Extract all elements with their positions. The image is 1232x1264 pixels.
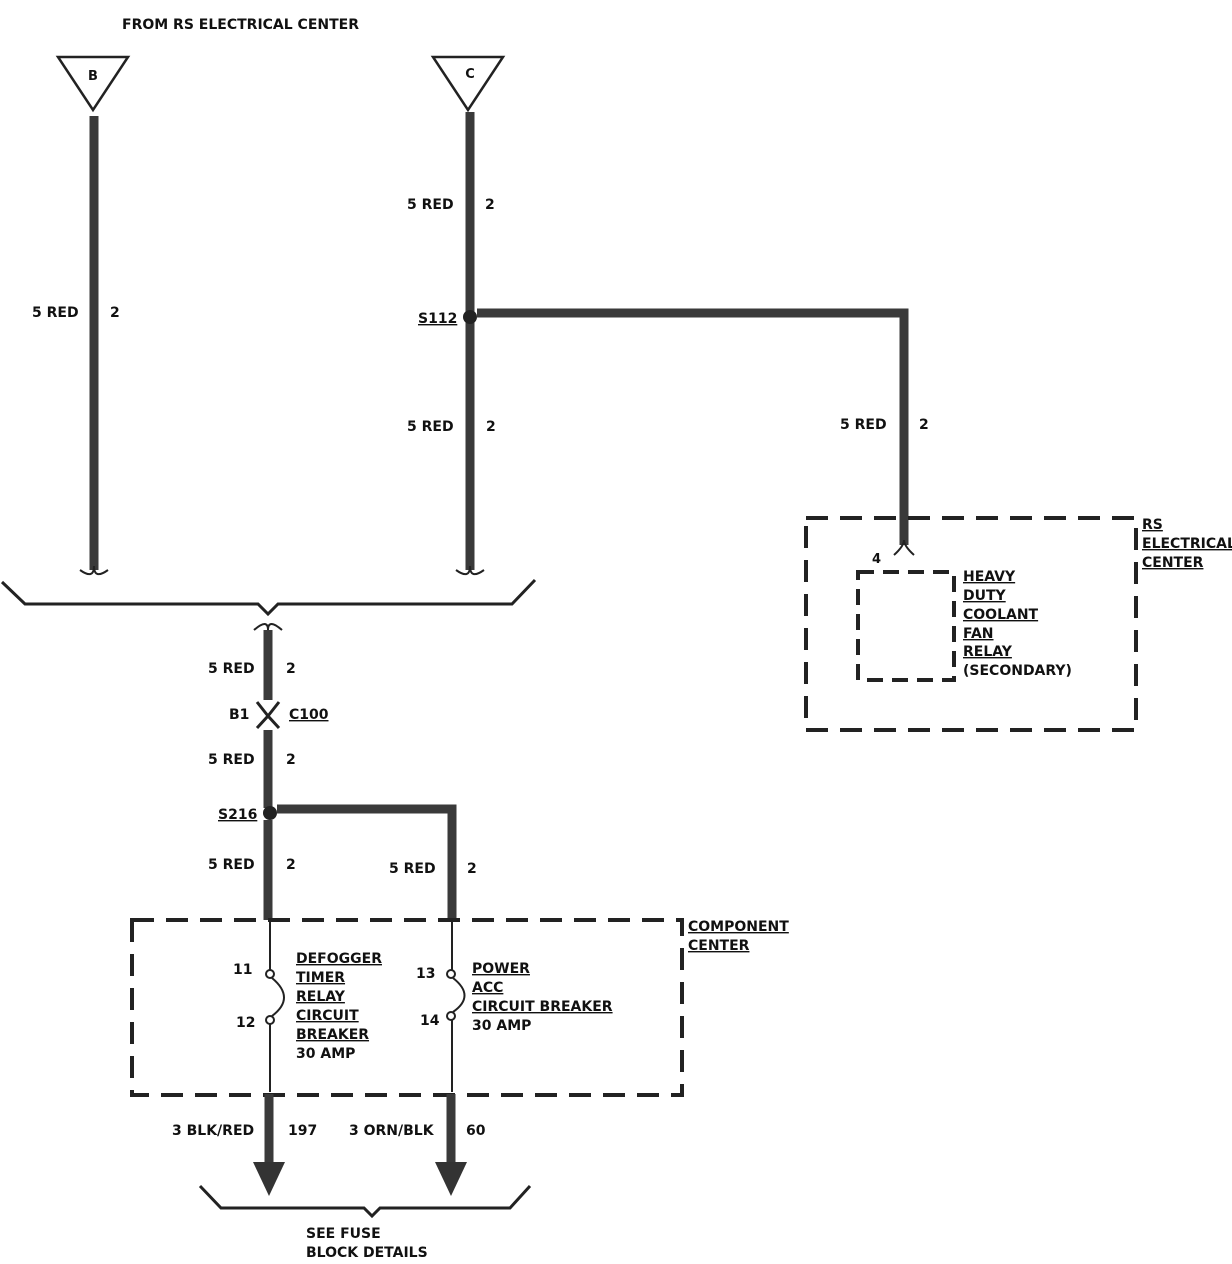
defogger-circuit-breaker: 11 12 DEFOGGER TIMER RELAY CIRCUIT BREAK… [233,922,382,1092]
defogger-pin-in: 11 [233,962,252,978]
rs-center-label-2: ELECTRICAL [1142,536,1232,552]
harness-bracket-lower [198,1184,532,1219]
connector-c100-name: C100 [289,707,329,723]
connector-c100: B1 C100 [229,707,329,723]
wire-branch-gauge: 5 RED [840,417,887,433]
rs-electrical-center: 4 RS ELECTRICAL CENTER HEAVY DUTY COOLAN… [804,516,1232,732]
wire-c100-s216: 5 RED 2 [208,730,296,808]
power-acc-pin-out: 14 [420,1013,440,1029]
c100-lower-gauge: 5 RED [208,752,255,768]
relay-line-3: COOLANT [963,607,1039,623]
footer-line-2: BLOCK DETAILS [306,1245,428,1261]
wire-c-upper-gauge: 5 RED [407,197,454,213]
wire-defogger-out: 3 BLK/RED 197 [172,1094,317,1196]
splice-s216-label: S216 [218,807,257,823]
power-acc-line-3: CIRCUIT BREAKER [472,999,613,1015]
power-acc-out-circuit: 60 [466,1123,486,1139]
c100-upper-gauge: 5 RED [208,661,255,677]
terminal-c: C [430,55,506,113]
wire-b: 5 RED 2 [32,116,120,576]
wire-s216-power-acc: 5 RED 2 [277,804,477,920]
terminal-c-label: C [465,67,475,82]
defogger-line-3: RELAY [296,989,346,1005]
component-center: COMPONENT CENTER [130,918,789,1097]
wire-c-upper-circuit: 2 [485,197,495,213]
s216-branch-circuit: 2 [467,861,477,877]
wire-b-circuit: 2 [110,305,120,321]
c100-lower-circuit: 2 [286,752,296,768]
defogger-line-2: TIMER [296,970,345,986]
connector-c100-pin: B1 [229,707,249,723]
power-acc-line-2: ACC [472,980,503,996]
footer-line-1: SEE FUSE [306,1226,381,1242]
relay-line-6: (SECONDARY) [963,663,1072,679]
wire-power-acc-out: 3 ORN/BLK 60 [349,1094,486,1196]
defogger-line-5: BREAKER [296,1027,369,1043]
wire-branch-relay: 5 RED 2 [477,308,929,556]
wire-to-c100: 5 RED 2 [208,623,296,730]
rs-center-label-1: RS [1142,517,1163,533]
terminal-b: B [55,55,131,113]
relay-line-1: HEAVY [963,569,1016,585]
rs-center-pin: 4 [872,552,881,567]
wire-b-gauge: 5 RED [32,305,79,321]
splice-s112: S112 [418,310,477,327]
wire-c-lower-circuit: 2 [486,419,496,435]
power-acc-out-gauge: 3 ORN/BLK [349,1123,435,1139]
s216-lower-gauge: 5 RED [208,857,255,873]
defogger-line-4: CIRCUIT [296,1008,359,1024]
source-label: FROM RS ELECTRICAL CENTER [122,17,359,33]
defogger-out-circuit: 197 [288,1123,317,1139]
s216-lower-circuit: 2 [286,857,296,873]
wire-c-lower-gauge: 5 RED [407,419,454,435]
terminal-b-label: B [88,69,98,84]
power-acc-pin-in: 13 [416,966,435,982]
c100-upper-circuit: 2 [286,661,296,677]
power-acc-line-4: 30 AMP [472,1018,531,1034]
defogger-pin-out: 12 [236,1015,255,1031]
s216-branch-gauge: 5 RED [389,861,436,877]
wire-branch-circuit: 2 [919,417,929,433]
component-center-label-1: COMPONENT [688,919,789,935]
power-acc-line-1: POWER [472,961,530,977]
relay-line-4: FAN [963,626,994,642]
splice-s112-label: S112 [418,311,457,327]
harness-bracket-upper [0,578,537,617]
power-acc-circuit-breaker: 13 14 POWER ACC CIRCUIT BREAKER 30 AMP [416,922,613,1092]
wire-c: 5 RED 2 5 RED 2 [407,112,496,576]
wire-s216-defogger: 5 RED 2 [208,820,296,920]
defogger-line-1: DEFOGGER [296,951,382,967]
rs-center-label-3: CENTER [1142,555,1204,571]
splice-s216: S216 [218,806,277,823]
defogger-out-gauge: 3 BLK/RED [172,1123,254,1139]
relay-line-5: RELAY [963,644,1013,660]
defogger-line-6: 30 AMP [296,1046,355,1062]
component-center-label-2: CENTER [688,938,750,954]
relay-line-2: DUTY [963,588,1007,604]
